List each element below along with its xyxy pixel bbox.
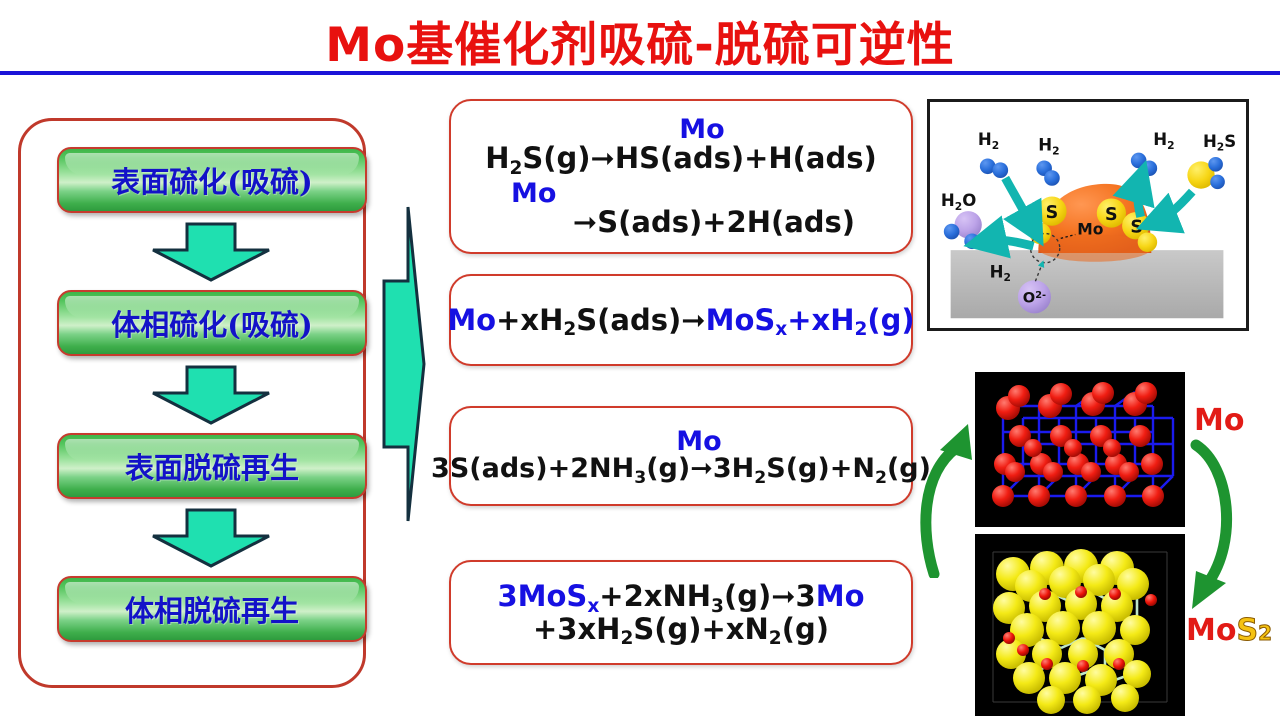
mo-atoms xyxy=(992,382,1164,507)
equation-1-line-2: ➞S(ads)+2H(ads) xyxy=(572,204,856,239)
h2-label-left: H2 xyxy=(978,130,999,152)
surface-reaction-schematic: S S S Mo H2 H2 H2 xyxy=(927,99,1249,331)
arrow-h2-adsorb xyxy=(1001,175,1044,247)
h2o-label: H2O xyxy=(941,191,976,213)
flowchart-container: 表面硫化(吸硫) 体相硫化(吸硫) 表面脱硫再生 体相脱硫再生 xyxy=(18,118,367,688)
equation-4-line-2: +3xH2S(g)+xN2(g) xyxy=(533,611,829,650)
equation-box-1: Mo H2S(g)➞HS(ads)+H(ads) Mo ➞S(ads)+2H(a… xyxy=(449,99,913,254)
equation-3-line-1: 3S(ads)+2NH3(g)➞3H2S(g)+N2(g) xyxy=(431,453,931,488)
equation-1-line-1: H2S(g)➞HS(ads)+H(ads) xyxy=(485,141,877,179)
h2s-molecule xyxy=(1187,157,1225,190)
cycle-label-mo: Mo xyxy=(1194,403,1245,438)
cycle-arrow-up-icon xyxy=(916,410,988,578)
flow-step-3-label: 表面脱硫再生 xyxy=(124,451,299,485)
flow-step-1[interactable]: 表面硫化(吸硫) xyxy=(57,147,367,213)
flow-step-3[interactable]: 表面脱硫再生 xyxy=(57,433,367,499)
sulfur-atom-1 xyxy=(1037,196,1067,226)
equation-2-line-1: Mo+xH2S(ads)➞MoSx+xH2(g) xyxy=(447,302,915,341)
equation-1-catalyst-2: Mo xyxy=(511,177,557,209)
arrow-h2s-adsorb xyxy=(1136,188,1196,234)
h2-label-up: H2 xyxy=(1153,130,1174,152)
s-label-1: S xyxy=(1046,203,1059,223)
mos2-crystal-structure-image xyxy=(975,534,1185,716)
cycle-label-mos2-mo: Mo xyxy=(1186,613,1237,648)
oxygen-vacancy xyxy=(1029,232,1061,264)
equation-box-3: Mo 3S(ads)+2NH3(g)➞3H2S(g)+N2(g) xyxy=(431,406,931,506)
equation-box-2: Mo+xH2S(ads)➞MoSx+xH2(g) xyxy=(447,274,915,366)
right-chevron-arrow-icon xyxy=(378,203,426,525)
arrow-h2-desorb xyxy=(1112,160,1155,218)
h2o-molecule xyxy=(943,211,982,250)
cycle-arrow-down-icon xyxy=(1182,437,1256,613)
flow-arrow-2 xyxy=(149,365,273,425)
cycle-label-mos2: MoS2 xyxy=(1186,613,1273,649)
flow-step-4[interactable]: 体相脱硫再生 xyxy=(57,576,367,642)
mo-particle-label: Mo xyxy=(1077,220,1104,238)
reaction-arrows xyxy=(963,160,1196,259)
cycle-label-mos2-sub: 2 xyxy=(1258,621,1273,646)
flow-step-2[interactable]: 体相硫化(吸硫) xyxy=(57,290,367,356)
s-label-2: S xyxy=(1105,205,1118,225)
oxide-ion: O2- xyxy=(1017,280,1051,314)
h2s-label: H2S xyxy=(1203,132,1236,154)
h2-molecule-mid xyxy=(1036,160,1060,186)
equation-1-catalyst-1: Mo xyxy=(679,114,725,146)
h2-label-mid: H2 xyxy=(1038,136,1059,158)
mo-crystal-structure-image xyxy=(975,372,1185,527)
flow-arrow-1 xyxy=(149,222,273,282)
sulfur-atoms xyxy=(993,549,1151,714)
s-label-3: S xyxy=(1130,218,1143,238)
cycle-label-mos2-s: S xyxy=(1236,613,1259,649)
h2-molecule-up xyxy=(1130,152,1158,177)
flow-step-4-label: 体相脱硫再生 xyxy=(124,594,299,628)
flow-step-2-label: 体相硫化(吸硫) xyxy=(111,308,313,342)
title-divider xyxy=(0,71,1280,75)
equation-box-4: 3MoSx+2xNH3(g)➞3Mo +3xH2S(g)+xN2(g) xyxy=(449,560,913,665)
page-title: Mo基催化剂吸硫-脱硫可逆性 xyxy=(325,18,955,73)
arrow-h2o-desorb xyxy=(963,215,1035,259)
flow-step-1-label: 表面硫化(吸硫) xyxy=(111,165,313,199)
equation-3-catalyst-1: Mo xyxy=(676,426,722,458)
flow-arrow-3 xyxy=(149,508,273,568)
h2-molecule-left xyxy=(979,158,1009,178)
mo-atoms-in-mos2 xyxy=(1003,586,1157,672)
equation-4-line-1: 3MoSx+2xNH3(g)➞3Mo xyxy=(497,579,865,617)
